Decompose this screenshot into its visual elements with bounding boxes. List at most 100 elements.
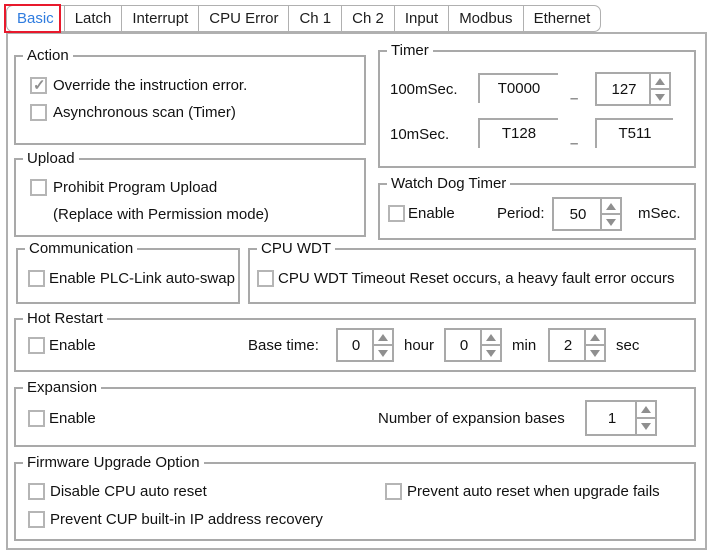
upload-note-text: (Replace with Permission mode) — [53, 206, 269, 223]
spin-down-button[interactable] — [374, 346, 392, 360]
expansion-enable-label: Enable — [49, 410, 96, 427]
arrow-up-icon — [606, 202, 616, 210]
watchdog-timer-legend: Watch Dog Timer — [387, 175, 511, 192]
prevent-ip-recovery-label: Prevent CUP built-in IP address recovery — [50, 511, 323, 528]
watchdog-enable-checkbox[interactable] — [388, 205, 405, 222]
action-group: Action — [14, 47, 366, 145]
expansion-bases-spinner[interactable]: 1 — [585, 400, 657, 436]
tab-ch2[interactable]: Ch 2 — [341, 6, 394, 31]
spin-down-button[interactable] — [482, 346, 500, 360]
arrow-up-icon — [641, 406, 651, 413]
timer-range-separator: – — [570, 90, 579, 107]
upload-group: Upload — [14, 150, 366, 237]
expansion-legend: Expansion — [23, 379, 102, 396]
firmware-upgrade-group: Firmware Upgrade Option — [14, 454, 696, 541]
hour-unit-label: hour — [404, 337, 435, 354]
arrow-up-icon — [655, 77, 665, 85]
spin-up-button[interactable] — [651, 74, 669, 90]
tab-ch1[interactable]: Ch 1 — [288, 6, 341, 31]
override-instruction-error-label: Override the instruction error. — [53, 77, 248, 94]
watchdog-timer-group: Watch Dog Timer — [378, 175, 696, 240]
sec-unit-label: sec — [616, 337, 640, 354]
tab-modbus[interactable]: Modbus — [448, 6, 522, 31]
communication-legend: Communication — [25, 240, 138, 257]
arrow-down-icon — [606, 218, 616, 226]
tab-cpu-error[interactable]: CPU Error — [198, 6, 288, 31]
arrow-down-icon — [641, 423, 651, 430]
spin-down-button[interactable] — [586, 346, 604, 360]
arrow-down-icon — [590, 349, 600, 357]
watchdog-period-value: 50 — [554, 199, 602, 229]
arrow-up-icon — [486, 333, 496, 341]
spin-up-button[interactable] — [602, 199, 620, 215]
watchdog-period-label: Period: — [497, 205, 545, 222]
prevent-auto-reset-checkbox[interactable] — [385, 483, 402, 500]
timer-100ms-start-field[interactable]: T0000 — [478, 73, 558, 103]
tab-interrupt[interactable]: Interrupt — [121, 6, 198, 31]
asynchronous-scan-checkbox[interactable] — [30, 104, 47, 121]
base-time-min-value: 0 — [446, 330, 482, 360]
timer-group-legend: Timer — [387, 42, 433, 59]
action-group-legend: Action — [23, 47, 73, 64]
firmware-upgrade-legend: Firmware Upgrade Option — [23, 454, 204, 471]
cpu-wdt-timeout-checkbox[interactable] — [257, 270, 274, 287]
override-instruction-error-checkbox[interactable] — [30, 76, 47, 94]
plc-link-autoswap-label: Enable PLC-Link auto-swap — [49, 270, 235, 287]
min-unit-label: min — [512, 337, 537, 354]
base-time-hour-value: 0 — [338, 330, 374, 360]
hot-restart-enable-checkbox[interactable] — [28, 337, 45, 354]
asynchronous-scan-label: Asynchronous scan (Timer) — [53, 104, 236, 121]
timer-range-separator: – — [570, 135, 579, 152]
prevent-auto-reset-label: Prevent auto reset when upgrade fails — [407, 483, 660, 500]
spin-up-button[interactable] — [586, 330, 604, 346]
disable-cpu-auto-reset-label: Disable CPU auto reset — [50, 483, 207, 500]
spin-up-button[interactable] — [637, 402, 655, 419]
arrow-down-icon — [655, 93, 665, 101]
arrow-down-icon — [378, 349, 388, 357]
tab-latch[interactable]: Latch — [63, 6, 122, 31]
plc-link-autoswap-checkbox[interactable] — [28, 270, 45, 287]
tab-bar: Basic Latch Interrupt CPU Error Ch 1 Ch … — [6, 5, 602, 32]
spin-down-button[interactable] — [651, 90, 669, 104]
base-time-sec-spinner[interactable]: 2 — [548, 328, 606, 362]
spin-down-button[interactable] — [637, 419, 655, 434]
arrow-up-icon — [378, 333, 388, 341]
expansion-bases-label: Number of expansion bases — [378, 410, 565, 427]
base-time-hour-spinner[interactable]: 0 — [336, 328, 394, 362]
expansion-enable-checkbox[interactable] — [28, 410, 45, 427]
timer-100ms-end-spinner[interactable]: 127 — [595, 72, 671, 106]
watchdog-period-spinner[interactable]: 50 — [552, 197, 622, 231]
spin-up-button[interactable] — [482, 330, 500, 346]
prevent-ip-recovery-checkbox[interactable] — [28, 511, 45, 528]
cpu-wdt-group: CPU WDT — [248, 240, 696, 304]
expansion-group: Expansion — [14, 379, 696, 447]
prohibit-program-upload-label: Prohibit Program Upload — [53, 179, 218, 196]
arrow-up-icon — [590, 333, 600, 341]
base-time-min-spinner[interactable]: 0 — [444, 328, 502, 362]
watchdog-enable-label: Enable — [408, 205, 455, 222]
timer-group: Timer — [378, 42, 696, 168]
spin-down-button[interactable] — [602, 215, 620, 229]
base-time-label: Base time: — [248, 337, 319, 354]
upload-group-legend: Upload — [23, 150, 79, 167]
timer-10ms-label: 10mSec. — [390, 126, 450, 143]
watchdog-unit-label: mSec. — [638, 205, 681, 222]
spin-up-button[interactable] — [374, 330, 392, 346]
expansion-bases-value: 1 — [587, 402, 637, 434]
tab-ethernet[interactable]: Ethernet — [522, 6, 601, 31]
prohibit-program-upload-checkbox[interactable] — [30, 179, 47, 196]
disable-cpu-auto-reset-checkbox[interactable] — [28, 483, 45, 500]
timer-10ms-end-field[interactable]: T511 — [595, 118, 673, 148]
tab-input[interactable]: Input — [393, 6, 448, 31]
hot-restart-legend: Hot Restart — [23, 310, 107, 327]
timer-10ms-start-field[interactable]: T128 — [478, 118, 558, 148]
tab-basic[interactable]: Basic — [17, 10, 54, 27]
cpu-wdt-legend: CPU WDT — [257, 240, 335, 257]
hot-restart-enable-label: Enable — [49, 337, 96, 354]
base-time-sec-value: 2 — [550, 330, 586, 360]
timer-100ms-end-value: 127 — [597, 74, 651, 104]
arrow-down-icon — [486, 349, 496, 357]
cpu-wdt-timeout-label: CPU WDT Timeout Reset occurs, a heavy fa… — [278, 270, 675, 287]
timer-100ms-label: 100mSec. — [390, 81, 458, 98]
